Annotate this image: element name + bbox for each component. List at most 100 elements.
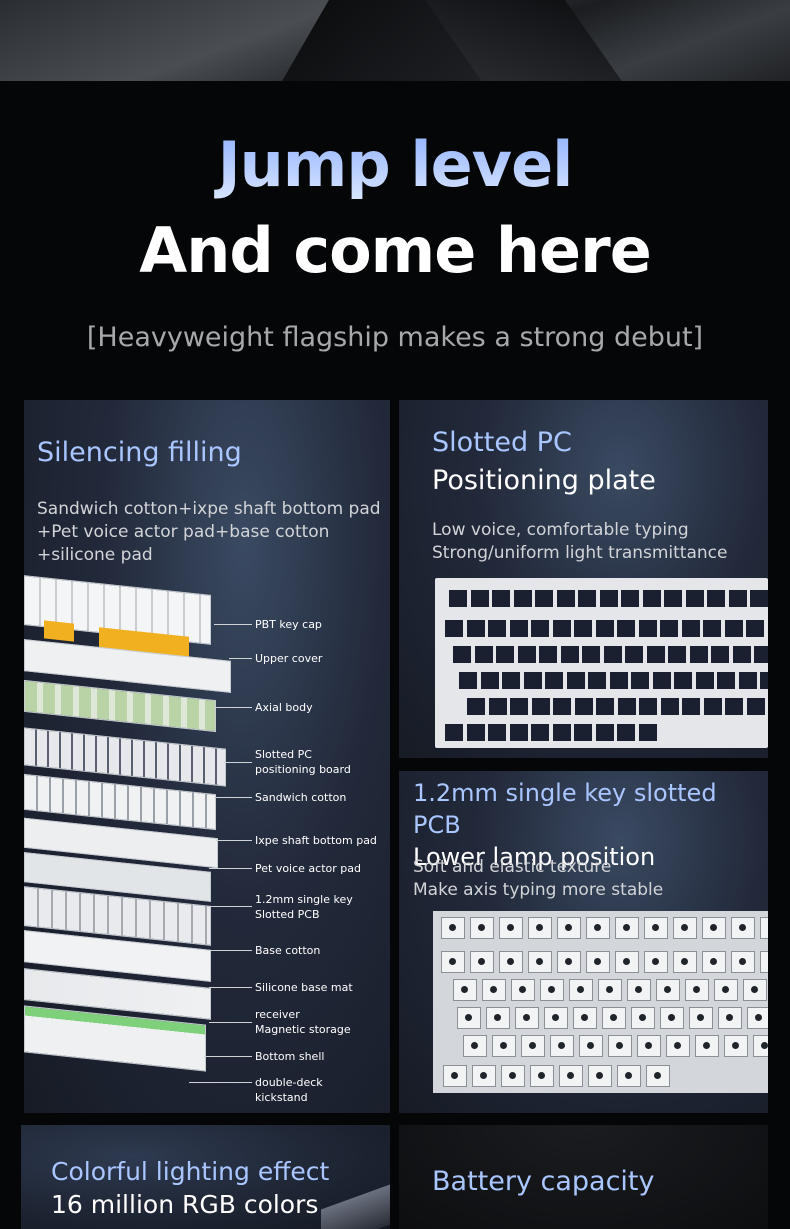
plate-slot bbox=[453, 646, 471, 663]
plate-slot bbox=[588, 672, 606, 689]
pcb-switch-pad bbox=[598, 979, 622, 1001]
label-leader bbox=[209, 1022, 252, 1023]
card-description: Low voice, comfortable typing Strong/uni… bbox=[432, 519, 727, 565]
plate-slot bbox=[545, 672, 563, 689]
pcb-switch-pad bbox=[615, 917, 639, 939]
pcb-switch-pad bbox=[559, 1065, 583, 1087]
plate-slot bbox=[664, 590, 682, 607]
label-leader bbox=[214, 707, 252, 708]
label-leader bbox=[209, 868, 252, 869]
plate-slot bbox=[668, 646, 686, 663]
plate-slot bbox=[603, 646, 622, 663]
plate-slot bbox=[660, 620, 678, 637]
plate-slot bbox=[474, 646, 493, 663]
pcb-switch-pad bbox=[702, 917, 726, 939]
pcb-switch-pad bbox=[731, 951, 755, 973]
plate-slot bbox=[617, 620, 635, 637]
plate-slot bbox=[488, 698, 507, 715]
card-slotted-pc-plate: Slotted PC Positioning plate Low voice, … bbox=[399, 400, 768, 758]
plate-slot bbox=[574, 698, 593, 715]
label-kickstand: double-deck kickstand bbox=[255, 1075, 323, 1105]
plate-slot bbox=[595, 724, 614, 741]
label-line-1: Slotted PC bbox=[255, 748, 312, 761]
label-receiver: receiver Magnetic storage bbox=[255, 1007, 351, 1037]
label-slotted-pc: Slotted PC positioning board bbox=[255, 747, 351, 777]
desc-line: Low voice, comfortable typing bbox=[432, 520, 689, 540]
plate-slot bbox=[449, 590, 467, 607]
plate-slot bbox=[459, 672, 477, 689]
card-title-line1: 1.2mm single key slotted PCB bbox=[413, 779, 717, 839]
pcb-switch-pad bbox=[457, 1007, 481, 1029]
pcb-switch-pad bbox=[569, 979, 593, 1001]
plate-slot bbox=[652, 672, 671, 689]
plate-slot bbox=[466, 620, 485, 637]
pcb-switch-pad bbox=[550, 1035, 574, 1057]
plate-slot bbox=[595, 620, 614, 637]
pcb-switch-pad bbox=[557, 917, 581, 939]
desc-line: Strong/uniform light transmittance bbox=[432, 543, 728, 563]
plate-slot bbox=[703, 698, 722, 715]
plate-slot bbox=[488, 724, 506, 741]
plate-slot bbox=[502, 672, 520, 689]
plate-slot bbox=[728, 590, 747, 607]
plate-slot bbox=[746, 620, 764, 637]
pcb-switch-pad bbox=[731, 917, 755, 939]
pcb-switch-pad bbox=[702, 951, 726, 973]
plate-slot bbox=[466, 724, 485, 741]
plate-slot bbox=[646, 646, 665, 663]
plate-slot bbox=[517, 646, 536, 663]
pcb-switch-pad bbox=[644, 917, 668, 939]
hero-subtitle: [Heavyweight flagship makes a strong deb… bbox=[86, 322, 704, 353]
plate-slot bbox=[695, 672, 714, 689]
positioning-plate-image bbox=[435, 578, 768, 748]
card-battery: Battery capacity bbox=[399, 1125, 768, 1229]
pcb-switch-pad bbox=[685, 979, 709, 1001]
pcb-switch-pad bbox=[656, 979, 680, 1001]
plate-slot bbox=[596, 698, 614, 715]
pcb-switch-pad bbox=[666, 1035, 690, 1057]
plate-slot bbox=[509, 620, 528, 637]
plate-slot bbox=[574, 724, 592, 741]
card-title-line2: 16 million RGB colors bbox=[51, 1190, 319, 1219]
label-line-2: kickstand bbox=[255, 1091, 308, 1104]
plate-slot bbox=[717, 672, 735, 689]
label-upper-cover: Upper cover bbox=[255, 652, 323, 665]
plate-slot bbox=[681, 620, 700, 637]
plate-slot bbox=[488, 620, 506, 637]
label-sandwich-cotton: Sandwich cotton bbox=[255, 791, 347, 804]
label-ixpe-pad: Ixpe shaft bottom pad bbox=[255, 834, 377, 847]
label-line-1: 1.2mm single key bbox=[255, 893, 353, 906]
pcb-switch-pad bbox=[644, 951, 668, 973]
label-leader bbox=[216, 840, 252, 841]
pcb-switch-pad bbox=[544, 1007, 568, 1029]
plate-slot bbox=[707, 590, 725, 607]
pcb-switch-pad bbox=[724, 1035, 748, 1057]
card-title: Battery capacity bbox=[432, 1165, 655, 1199]
pcb-board-image bbox=[433, 911, 768, 1093]
plate-slot bbox=[638, 620, 657, 637]
desc-line: +Pet voice actor pad+base cotton bbox=[37, 522, 330, 542]
pcb-switch-pad bbox=[615, 951, 639, 973]
card-silencing-filling: Silencing filling Sandwich cotton+ixpe s… bbox=[24, 400, 390, 1113]
pcb-switch-pad bbox=[482, 979, 506, 1001]
hero-title-line1: Jump level bbox=[0, 128, 790, 201]
label-line-1: double-deck bbox=[255, 1076, 323, 1089]
plate-slot bbox=[470, 590, 489, 607]
plate-slot bbox=[492, 590, 510, 607]
pcb-switch-pad bbox=[747, 1007, 768, 1029]
plate-slot bbox=[685, 590, 704, 607]
plate-slot bbox=[480, 672, 499, 689]
pcb-switch-pad bbox=[492, 1035, 516, 1057]
plate-slot bbox=[531, 620, 549, 637]
plate-slot bbox=[531, 724, 549, 741]
plate-slot bbox=[535, 590, 553, 607]
plate-slot bbox=[445, 620, 463, 637]
label-line-2: Magnetic storage bbox=[255, 1023, 351, 1036]
label-leader bbox=[229, 658, 252, 659]
label-axial-body: Axial body bbox=[255, 701, 313, 714]
pcb-switch-pad bbox=[617, 1065, 641, 1087]
plate-slot bbox=[556, 590, 575, 607]
pcb-switch-pad bbox=[660, 1007, 684, 1029]
label-leader bbox=[209, 950, 252, 951]
plate-slot bbox=[638, 724, 657, 741]
